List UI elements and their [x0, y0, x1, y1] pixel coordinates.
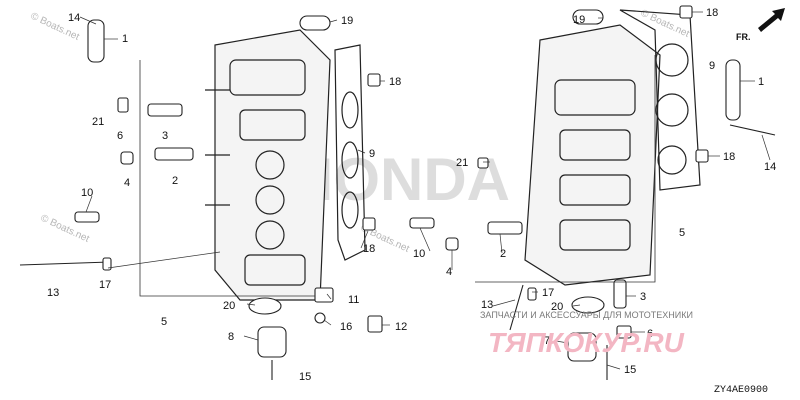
callout-left-19: 19 [341, 15, 353, 27]
leader-lines [79, 11, 771, 370]
callout-right-13: 13 [481, 299, 493, 311]
callout-left-8: 8 [228, 331, 234, 343]
callout-right-5: 5 [679, 227, 685, 239]
callout-left-20: 20 [223, 300, 235, 312]
callout-left-17: 17 [99, 279, 111, 291]
front-arrow-icon [758, 8, 785, 32]
callout-left-3: 3 [162, 130, 168, 142]
left-small-parts [19, 15, 383, 380]
callout-left-21: 21 [92, 116, 104, 128]
callout-right-6: 6 [647, 328, 653, 340]
callout-left-16: 16 [340, 321, 352, 333]
callout-right-21: 21 [456, 157, 468, 169]
callout-left-18: 18 [389, 76, 401, 88]
front-label: FR. [736, 32, 751, 42]
callout-right-18b: 18 [723, 151, 735, 163]
callout-right-15: 15 [624, 364, 636, 376]
callout-right-18: 18 [706, 7, 718, 19]
front-direction-indicator: FR. [736, 8, 785, 42]
callout-right-14: 14 [764, 161, 776, 173]
callout-left-11: 11 [348, 294, 359, 306]
left-cylinder-head [205, 29, 331, 301]
callout-right-9: 9 [709, 60, 715, 72]
brand-watermark: HONDA [290, 146, 510, 213]
right-callouts: 19 18 9 1 21 14 18 10 2 4 5 17 3 13 20 6… [413, 7, 776, 376]
callout-right-7: 7 [544, 335, 550, 347]
store-tagline: ЗАПЧАСТИ И АКСЕССУАРЫ ДЛЯ МОТОТЕХНИКИ [480, 310, 693, 320]
section-brackets [139, 55, 656, 297]
callout-left-10: 10 [81, 187, 93, 199]
callout-left-9: 9 [369, 148, 375, 160]
right-small-parts [409, 5, 776, 380]
right-gasket [619, 9, 701, 191]
callout-right-3: 3 [640, 291, 646, 303]
callout-right-4: 4 [446, 266, 452, 278]
callout-left-12: 12 [395, 321, 407, 333]
callout-left-4: 4 [124, 177, 130, 189]
callout-left-15: 15 [299, 371, 311, 383]
callout-left-6: 6 [117, 130, 123, 142]
callout-left-18b: 18 [363, 243, 375, 255]
callout-left-5: 5 [161, 316, 167, 328]
store-promo: ТЯПКОКУР.RU [488, 327, 685, 358]
callout-left-2: 2 [172, 175, 178, 187]
callout-left-1: 1 [122, 33, 128, 45]
callout-right-2: 2 [500, 248, 506, 260]
callout-right-19: 19 [573, 14, 585, 26]
left-callouts: 14 1 19 18 21 6 3 9 4 2 10 18 13 17 5 20… [47, 12, 407, 383]
callout-right-17: 17 [542, 287, 554, 299]
callout-left-13: 13 [47, 287, 59, 299]
left-gasket [334, 44, 366, 261]
callout-right-10: 10 [413, 248, 425, 260]
right-cylinder-head [524, 24, 661, 286]
callout-right-1: 1 [758, 76, 764, 88]
diagram-code: ZY4AE0900 [714, 385, 768, 396]
callout-right-20: 20 [551, 301, 563, 313]
callout-left-14: 14 [68, 12, 80, 24]
